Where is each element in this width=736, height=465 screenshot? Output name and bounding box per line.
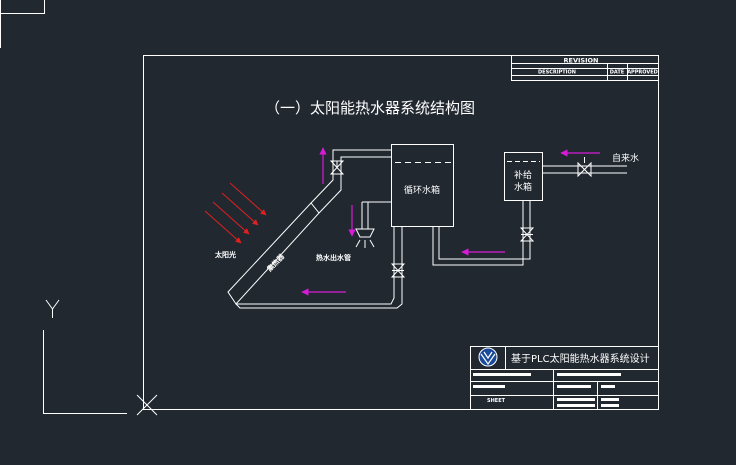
makeup-tank-label-line1: 补给: [514, 169, 532, 181]
title-block: [470, 346, 659, 410]
collector-label: 集热器: [264, 251, 286, 274]
logo-icon: [478, 347, 498, 367]
makeup-tank: [504, 152, 543, 201]
revision-header: REVISION: [564, 57, 599, 65]
solar-collector: [227, 202, 320, 305]
circulation-tank-label: 循环水箱: [404, 184, 440, 196]
ucs-y-axis-icon: [43, 299, 127, 414]
flow-arrows: [301, 147, 600, 296]
drawing-frame: [143, 55, 659, 410]
shower-head-icon: [355, 228, 375, 248]
sunlight-label: 太阳光: [215, 250, 236, 259]
revision-block: [511, 55, 659, 81]
drawing-title: （一）太阳能热水器系统结构图: [265, 99, 475, 117]
makeup-tank-label-line2: 水箱: [514, 181, 532, 193]
origin-marker: [136, 394, 158, 416]
title-block-placeholder-bars: [473, 373, 621, 407]
project-title: 基于PLC太阳能热水器系统设计: [511, 352, 650, 365]
crosshair-remnant: [0, 0, 45, 48]
revision-date-col: DATE: [610, 70, 625, 76]
piping: [235, 149, 627, 309]
valve-icon-makeup: [519, 227, 535, 242]
valve-icon-tap-water: [577, 157, 592, 178]
sun-rays: [204, 182, 267, 244]
revision-approved-col: APPROVED: [627, 70, 658, 76]
hot-water-outlet-label: 热水出水管: [316, 253, 351, 262]
sheet-label: SHEET: [487, 398, 506, 404]
tap-water-label: 自来水: [612, 152, 639, 164]
valve-icon-collector-outlet: [329, 160, 345, 175]
circulation-tank: [391, 144, 454, 227]
valve-icon-return: [390, 263, 406, 278]
revision-description-col: DESCRIPTION: [538, 70, 576, 76]
